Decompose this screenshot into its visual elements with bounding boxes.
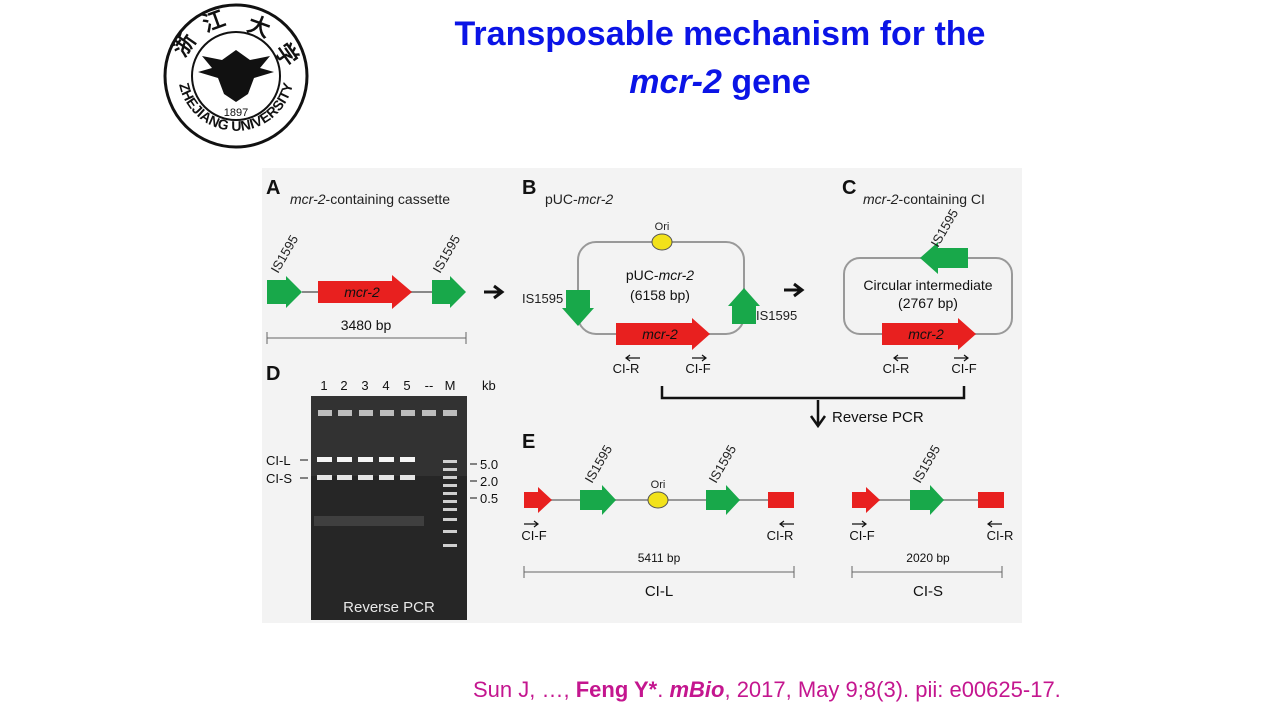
panel-e-letter: E	[522, 431, 535, 453]
panel-b-primer-f-icon	[692, 354, 707, 362]
panel-a-is1595-left	[267, 276, 302, 308]
gel-caption: Reverse PCR	[343, 599, 435, 616]
panel-b-is1595-left	[562, 290, 594, 326]
panel-e-l-mcr2-start	[524, 487, 552, 513]
panel-e-l-primer-r: CI-R	[767, 528, 794, 543]
panel-b-center-size: (6158 bp)	[630, 287, 690, 303]
citation: Sun J, …, Feng Y*. mBio, 2017, May 9;8(3…	[473, 677, 1061, 703]
panel-e-s-primer-r: CI-R	[987, 528, 1014, 543]
panel-e-s-mcr2-start	[852, 487, 880, 513]
title-line-1: Transposable mechanism for the	[454, 15, 986, 53]
logo-year: 1897	[224, 107, 248, 119]
svg-text:4: 4	[382, 378, 389, 393]
zhejiang-university-logo: 浙 江 大 学 1897 ZHEJIANG UNIVERSITY	[163, 3, 309, 149]
title-gene: mcr-2	[629, 63, 722, 101]
slide-title: Transposable mechanism for the mcr-2 gen…	[330, 10, 1110, 106]
panel-b-ori-label: Ori	[655, 221, 670, 233]
citation-journal: mBio	[669, 677, 725, 702]
svg-text:5: 5	[403, 378, 410, 393]
panel-b-center-name: pUC-mcr-2	[626, 267, 694, 283]
gel-band-l-label: CI-L	[266, 453, 291, 468]
gel-marker-05: 0.5	[480, 491, 498, 506]
panel-e-s-mcr2-end	[978, 492, 1004, 508]
panel-e-l-primer-f: CI-F	[521, 528, 546, 543]
panel-b-primer-r: CI-R	[613, 361, 640, 376]
panel-e-s-name: CI-S	[913, 583, 943, 600]
panel-c-primer-r-icon	[893, 354, 908, 362]
panel-b-mcr2-label: mcr-2	[642, 326, 678, 342]
svg-text:--: --	[425, 378, 434, 393]
title-line-2: mcr-2 gene	[330, 58, 1110, 106]
panel-e-l-primer-f-icon	[524, 520, 539, 528]
figure-mcr2-transposition: A mcr-2-containing cassette IS1595 mcr-2…	[262, 168, 1022, 623]
panel-b-ori	[651, 233, 673, 251]
panel-e-l-ori	[647, 491, 669, 509]
panel-a-mcr2-label: mcr-2	[344, 284, 380, 300]
gel-marker-5: 5.0	[480, 457, 498, 472]
panel-b-primer-f: CI-F	[685, 361, 710, 376]
citation-details: , 2017, May 9;8(3). pii: e00625-17.	[724, 677, 1061, 702]
panel-d-letter: D	[266, 363, 280, 385]
panel-a-size: 3480 bp	[341, 317, 392, 333]
panel-c-letter: C	[842, 177, 856, 199]
gel-lane-labels: 1 2 3 4 5 -- M	[320, 378, 455, 393]
panel-b-caption: pUC-mcr-2	[545, 191, 613, 207]
panel-c-primer-f-icon	[954, 354, 969, 362]
gel-band-ci-l	[317, 457, 415, 462]
panel-b-mcr2-gene	[616, 318, 710, 350]
svg-text:3: 3	[361, 378, 368, 393]
reverse-pcr-bracket	[660, 386, 966, 400]
reverse-pcr-arrow-icon	[809, 400, 827, 429]
panel-e-l-ori-label: Ori	[651, 479, 666, 491]
reverse-pcr-label: Reverse PCR	[832, 409, 924, 426]
panel-b-letter: B	[522, 177, 536, 199]
panel-c-primer-f: CI-F	[951, 361, 976, 376]
panel-e-l-name: CI-L	[645, 583, 673, 600]
panel-c-primer-r: CI-R	[883, 361, 910, 376]
panel-b-is1595-right-label: IS1595	[756, 308, 797, 323]
panel-b-primer-r-icon	[625, 354, 640, 362]
gel-wells	[318, 410, 457, 416]
citation-corresponding-author: Feng Y*	[575, 677, 658, 702]
panel-e-l-mcr2-end	[768, 492, 794, 508]
citation-authors: Sun J, …,	[473, 677, 576, 702]
svg-text:2: 2	[340, 378, 347, 393]
panel-a-is1595-right	[432, 276, 466, 308]
panel-c-center-line2: (2767 bp)	[898, 295, 958, 311]
title-gene-suffix: gene	[721, 63, 811, 101]
panel-c-is1595	[920, 242, 968, 274]
panel-e-s-primer-r-icon	[987, 520, 1002, 528]
panel-e-l-size: 5411 bp	[638, 551, 681, 565]
panel-a-mcr2-gene	[318, 275, 412, 309]
svg-text:1: 1	[320, 378, 327, 393]
citation-sep: .	[657, 677, 670, 702]
gel-kb-label: kb	[482, 378, 496, 393]
arrow-b-to-c-icon	[784, 282, 805, 298]
panel-b-is1595-left-label: IS1595	[522, 291, 563, 306]
logo-eagle-icon	[198, 50, 274, 102]
gel-marker-2: 2.0	[480, 474, 498, 489]
panel-b-is1595-right	[728, 288, 760, 324]
panel-e-l-is1595-1	[580, 485, 616, 515]
panel-e-l-is1595-2	[706, 485, 740, 515]
panel-e-s-primer-f: CI-F	[849, 528, 874, 543]
panel-a-letter: A	[266, 177, 280, 199]
panel-c-center-line1: Circular intermediate	[863, 277, 992, 293]
gel-band-ci-s	[317, 475, 415, 480]
gel-ladder	[443, 460, 457, 547]
panel-c-caption: mcr-2-containing CI	[863, 191, 985, 207]
panel-e-s-primer-f-icon	[852, 520, 867, 528]
arrow-a-to-b-icon	[484, 284, 505, 300]
panel-e-s-is1595	[910, 485, 944, 515]
panel-a-caption: mcr-2-containing cassette	[290, 191, 450, 207]
panel-c-mcr2-gene	[882, 318, 976, 350]
panel-e-l-primer-r-icon	[779, 520, 794, 528]
panel-c-mcr2-label: mcr-2	[908, 326, 944, 342]
gel-band-s-label: CI-S	[266, 471, 292, 486]
panel-e-s-size: 2020 bp	[906, 551, 950, 565]
svg-text:M: M	[445, 378, 456, 393]
